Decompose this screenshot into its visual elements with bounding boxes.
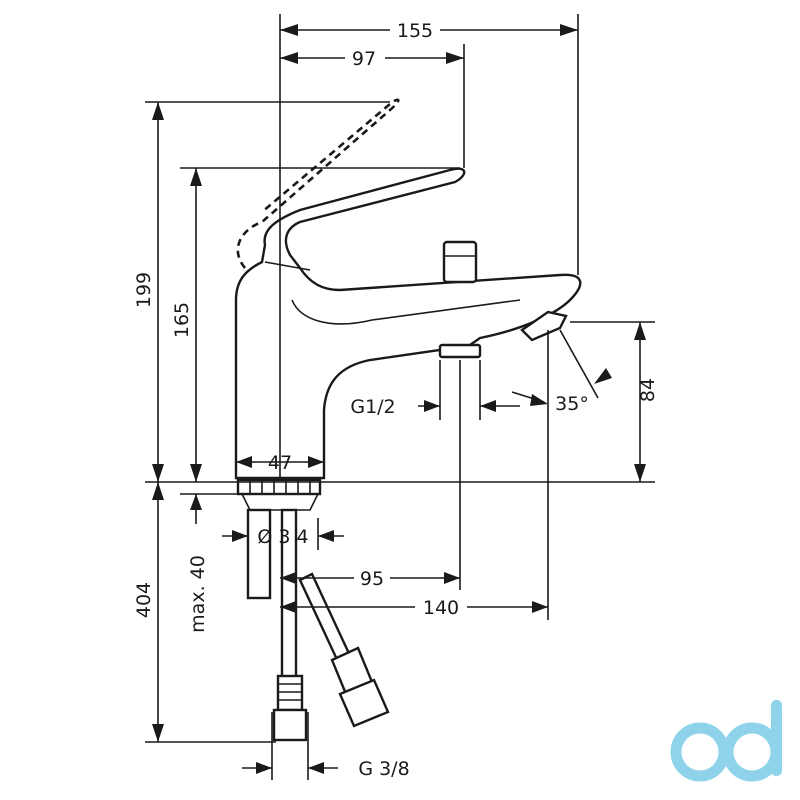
dim-hole-diameter: Ø 3 4 [257, 526, 308, 548]
dim-outlet-thread: G1/2 [350, 396, 395, 418]
dim-outlet-reach: 95 [360, 568, 384, 590]
dim-hose-length: 404 [133, 582, 155, 618]
dim-hose-thread: G 3/8 [358, 758, 409, 780]
dim-base-width: 47 [268, 452, 292, 474]
dimension-lines [145, 14, 655, 780]
dim-counter-thickness: max. 40 [187, 555, 209, 633]
dim-outlet-height: 84 [637, 378, 659, 402]
dim-lever-offset: 97 [352, 48, 376, 70]
dim-outlet-angle: 35° [555, 393, 589, 415]
dim-spout-height: 165 [171, 302, 193, 338]
dim-spout-reach: 140 [423, 597, 459, 619]
faucet-body [234, 98, 582, 742]
brand-logo [670, 700, 782, 782]
dimension-labels: 155 97 199 165 84 G1/2 35° 47 Ø 3 4 max.… [133, 17, 659, 780]
dim-total-height: 199 [133, 272, 155, 308]
dim-overall-width: 155 [397, 20, 433, 42]
